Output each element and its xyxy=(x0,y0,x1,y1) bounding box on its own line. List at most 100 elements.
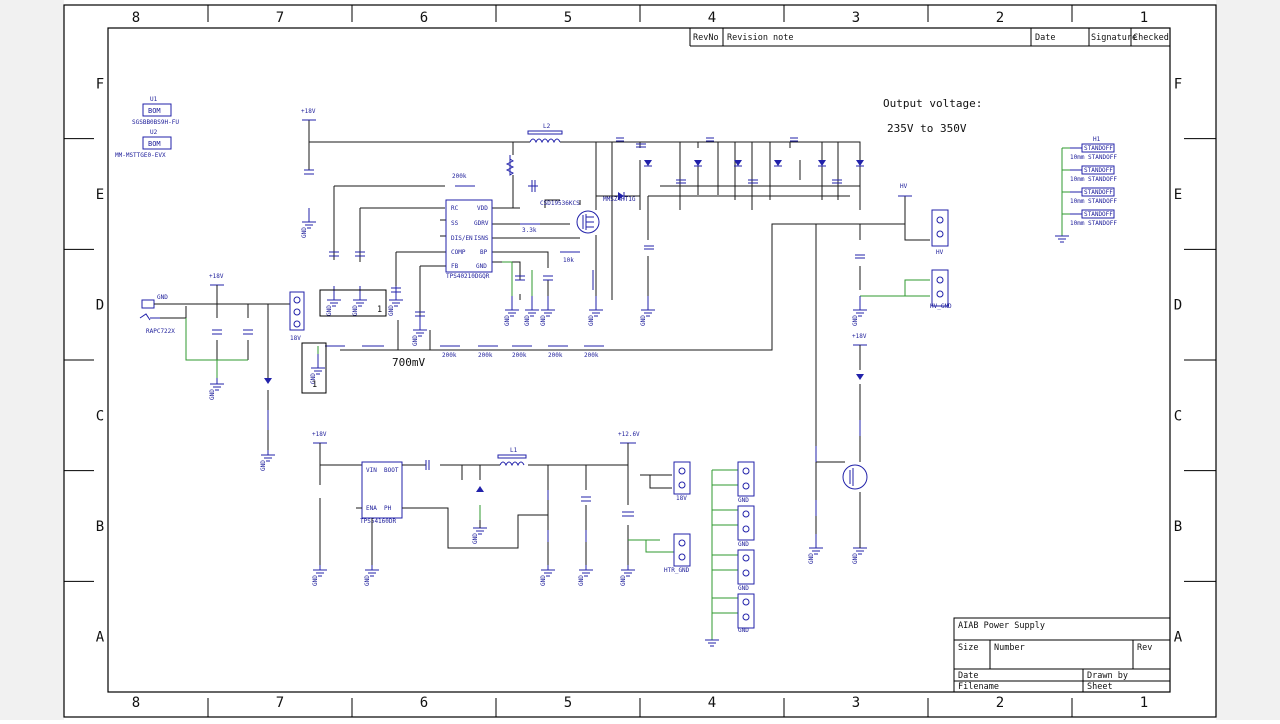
rev-header-note: Revision note xyxy=(727,33,794,43)
pin-gnd: GND xyxy=(476,263,487,270)
connector-heater xyxy=(673,461,691,495)
svg-text:GND: GND xyxy=(738,541,749,548)
standoff-h3: STANDOFF 10mm STANDOFF xyxy=(1070,187,1117,205)
gnd-symbol-label: GND xyxy=(852,315,859,326)
pin-boot: BOOT xyxy=(384,467,399,474)
gnd-symbol-label: GND xyxy=(364,575,371,586)
gnd-symbol xyxy=(541,296,555,317)
svg-text:10mm STANDOFF: 10mm STANDOFF xyxy=(1070,198,1117,205)
svg-text:BOM: BOM xyxy=(148,140,161,148)
gnd-symbol-label: GND xyxy=(540,575,547,586)
gnd-symbol-label: GND xyxy=(808,553,815,564)
pin-dis-en: DIS/EN xyxy=(451,235,473,242)
svg-text:L1: L1 xyxy=(510,447,518,454)
title-block-number: Number xyxy=(994,643,1025,653)
zone-row-left-D: D xyxy=(96,298,104,314)
svg-text:200k: 200k xyxy=(442,352,457,359)
svg-text:GND: GND xyxy=(157,294,168,301)
gnd-symbol xyxy=(327,286,341,307)
zone-col-bottom-2: 2 xyxy=(996,695,1004,711)
svg-text:H1: H1 xyxy=(1093,136,1101,143)
gnd-symbol-label: GND xyxy=(588,315,595,326)
viewer-left-margin xyxy=(0,0,64,720)
zone-col-bottom-3: 3 xyxy=(852,695,860,711)
zone-col-bottom-1: 1 xyxy=(1140,695,1148,711)
boost-mosfet: CSD19536KCS xyxy=(540,200,600,234)
test-point-box-1[interactable] xyxy=(319,289,387,317)
zone-col-top-6: 6 xyxy=(420,10,428,26)
svg-text:10mm STANDOFF: 10mm STANDOFF xyxy=(1070,176,1117,183)
rev-header-checked: Checked xyxy=(1133,33,1169,43)
gnd-symbol-label: GND xyxy=(578,575,585,586)
svg-text:+18V: +18V xyxy=(209,273,224,280)
pin-fb: FB xyxy=(451,263,459,270)
zone-col-bottom-6: 6 xyxy=(420,695,428,711)
output-diode-chain: MMSZ4HT1G xyxy=(603,160,864,203)
pin-bp: BP xyxy=(480,249,488,256)
gnd-symbol-label: GND xyxy=(310,373,317,384)
gnd-symbol-label: GND xyxy=(312,575,319,586)
gnd-symbol-label: GND xyxy=(504,315,511,326)
title-block-drawn-by: Drawn by xyxy=(1087,671,1128,681)
zone-row-left-C: C xyxy=(96,408,104,424)
svg-text:+18V: +18V xyxy=(301,108,316,115)
gnd-symbol xyxy=(311,354,325,375)
bom-block-1: U1 BOM SGSBB0BS9H-FU xyxy=(132,96,179,126)
revision-table: RevNo Revision note Date Signature Check… xyxy=(689,28,1170,47)
gnd-symbol-label: GND xyxy=(524,315,531,326)
zone-row-left-F: F xyxy=(96,76,104,92)
gnd-symbol xyxy=(389,286,403,307)
pin-vin: VIN xyxy=(366,467,377,474)
gnd-symbol xyxy=(809,534,823,555)
test-point-box-2[interactable] xyxy=(301,342,327,394)
svg-text:STANDOFF: STANDOFF xyxy=(1084,167,1113,174)
pin-comp: COMP xyxy=(451,249,466,256)
svg-text:200k: 200k xyxy=(478,352,493,359)
zone-row-left-A: A xyxy=(96,630,105,646)
zone-col-bottom-5: 5 xyxy=(564,695,572,711)
ground-bus-connectors: GND GND GND GND xyxy=(705,461,755,647)
gnd-symbol-label: GND xyxy=(326,305,333,316)
svg-text:+12.6V: +12.6V xyxy=(618,431,640,438)
gnd-symbol xyxy=(641,296,655,317)
svg-text:U1: U1 xyxy=(150,96,158,103)
zone-row-left-E: E xyxy=(96,187,104,203)
title-block-rev: Rev xyxy=(1137,643,1152,653)
zone-col-top-7: 7 xyxy=(276,10,284,26)
svg-text:STANDOFF: STANDOFF xyxy=(1084,145,1113,152)
svg-text:L2: L2 xyxy=(543,123,551,130)
test-point-1-label: 1 xyxy=(377,305,382,315)
svg-text:U2: U2 xyxy=(150,129,158,136)
pin-gdrv: GDRV xyxy=(474,220,489,227)
pin-ss: SS xyxy=(451,220,459,227)
svg-text:GND: GND xyxy=(738,627,749,634)
svg-text:HV: HV xyxy=(900,183,908,190)
note-vref: 700mV xyxy=(392,356,425,369)
input-connector-section: GND RAPC722X 18V xyxy=(139,285,305,450)
zone-row-right-C: C xyxy=(1174,408,1182,424)
svg-text:CSD19536KCS: CSD19536KCS xyxy=(540,200,580,207)
svg-text:GND: GND xyxy=(738,497,749,504)
svg-text:200k: 200k xyxy=(512,352,527,359)
zone-row-left-B: B xyxy=(96,519,104,535)
gnd-symbol xyxy=(505,296,519,317)
zone-row-right-B: B xyxy=(1174,519,1182,535)
gnd-symbol xyxy=(589,296,603,317)
ic-u1-body xyxy=(445,199,493,273)
connector-18v xyxy=(289,291,305,331)
rev-header-revno: RevNo xyxy=(693,33,719,43)
svg-text:3.3k: 3.3k xyxy=(522,227,537,234)
gnd-symbol-label: GND xyxy=(352,305,359,316)
gnd-symbol xyxy=(413,316,427,337)
title-block: AIAB Power Supply Size Number Rev Date D… xyxy=(953,617,1171,693)
svg-text:STANDOFF: STANDOFF xyxy=(1084,211,1113,218)
gnd-symbol xyxy=(525,296,539,317)
standoff-h2: STANDOFF 10mm STANDOFF xyxy=(1070,165,1117,183)
gnd-symbol-label: GND xyxy=(301,227,308,238)
svg-text:GND: GND xyxy=(738,585,749,592)
bom-block-2: U2 BOM MM-MSTTGE0-EVX xyxy=(115,129,172,159)
svg-text:200k: 200k xyxy=(548,352,563,359)
